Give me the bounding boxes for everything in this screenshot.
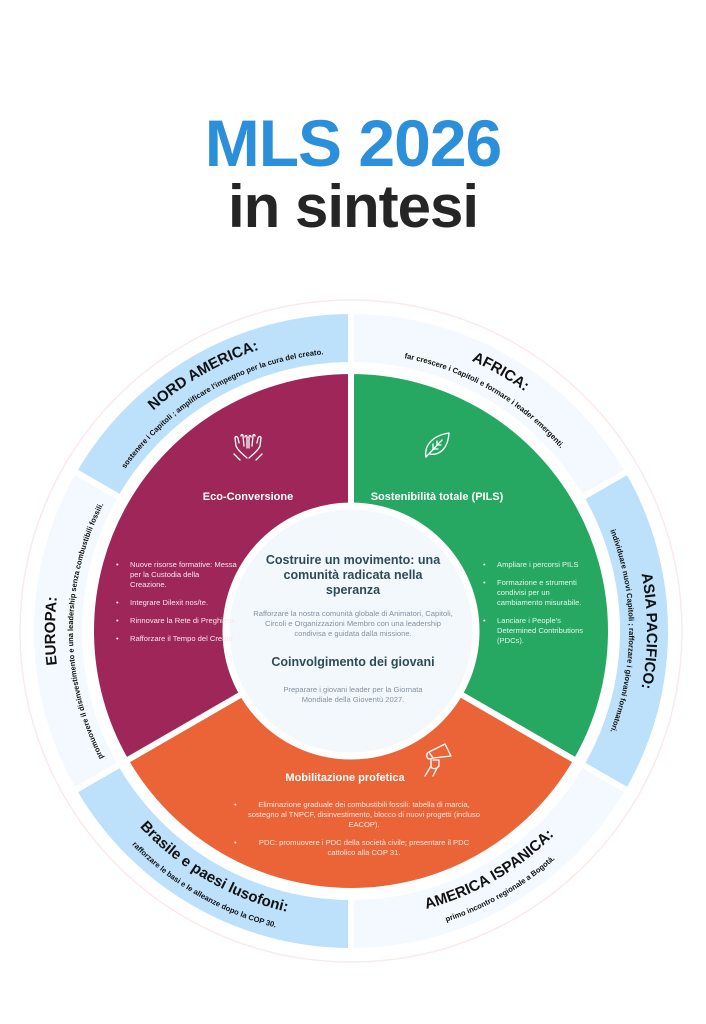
region-title-asia-pacific: ASIA PACIFICO: xyxy=(638,572,661,691)
eco-conversion-bullets: Nuove risorse formative: Messa per la Cu… xyxy=(114,560,238,652)
eco-conversion-title: Eco-Conversione xyxy=(202,491,294,503)
outer-ring-outline xyxy=(19,299,683,963)
mobilization-bullet-text: Eliminazione graduale dei combustibili f… xyxy=(247,800,480,829)
mobilization-title: Mobilitazione profetica xyxy=(285,772,405,784)
center-circle xyxy=(222,502,480,760)
mobilization-bullet: •PDC: promuovere i PDC della società civ… xyxy=(228,838,500,858)
sustainability-bullet: Lanciare i People's Determined Contribut… xyxy=(481,616,596,646)
sustainability-bullets: Ampliare i percorsi PILS Formazione e st… xyxy=(481,560,596,654)
center-title: Costruire un movimento: una comunità rad… xyxy=(265,553,441,597)
mobilization-bullet: •Eliminazione graduale dei combustibili … xyxy=(228,800,500,830)
eco-bullet: Rinnovare la Rete di Preghiera. xyxy=(114,616,238,626)
sustainability-bullet: Ampliare i percorsi PILS xyxy=(481,560,596,570)
youth-title: Coinvolgimento dei giovani xyxy=(271,655,435,669)
title-line-2: in sintesi xyxy=(227,173,479,240)
mobilization-sector xyxy=(122,628,580,894)
mobilization-bullet-text: PDC: promuovere i PDC della società civi… xyxy=(258,838,470,857)
mobilization-bullets: •Eliminazione graduale dei combustibili … xyxy=(228,800,500,866)
hands-icon xyxy=(233,433,263,461)
eco-bullet: Integrare Dilexit nos/te. xyxy=(114,598,238,608)
region-title-text: EUROPA: xyxy=(42,596,61,667)
region-title-text: ASIA PACIFICO: xyxy=(638,572,661,691)
eco-bullet: Nuove risorse formative: Messa per la Cu… xyxy=(114,560,238,590)
sustainability-bullet: Formazione e strumenti condivisi per un … xyxy=(481,578,596,608)
title-line-1: MLS 2026 xyxy=(204,106,502,180)
sustainability-title: Sostenibilità totale (PILS) xyxy=(370,491,504,503)
leaf-icon xyxy=(424,432,450,458)
eco-bullet: Rafforzare il Tempo del Creato. xyxy=(114,634,238,644)
region-title-europe: EUROPA: xyxy=(42,596,61,667)
youth-text: Preparare i giovani leader per la Giorna… xyxy=(283,685,423,704)
megaphone-icon xyxy=(424,743,452,777)
region-segment-europe xyxy=(28,466,125,796)
center-text: Rafforzare la nostra comunità globale di… xyxy=(253,609,453,638)
